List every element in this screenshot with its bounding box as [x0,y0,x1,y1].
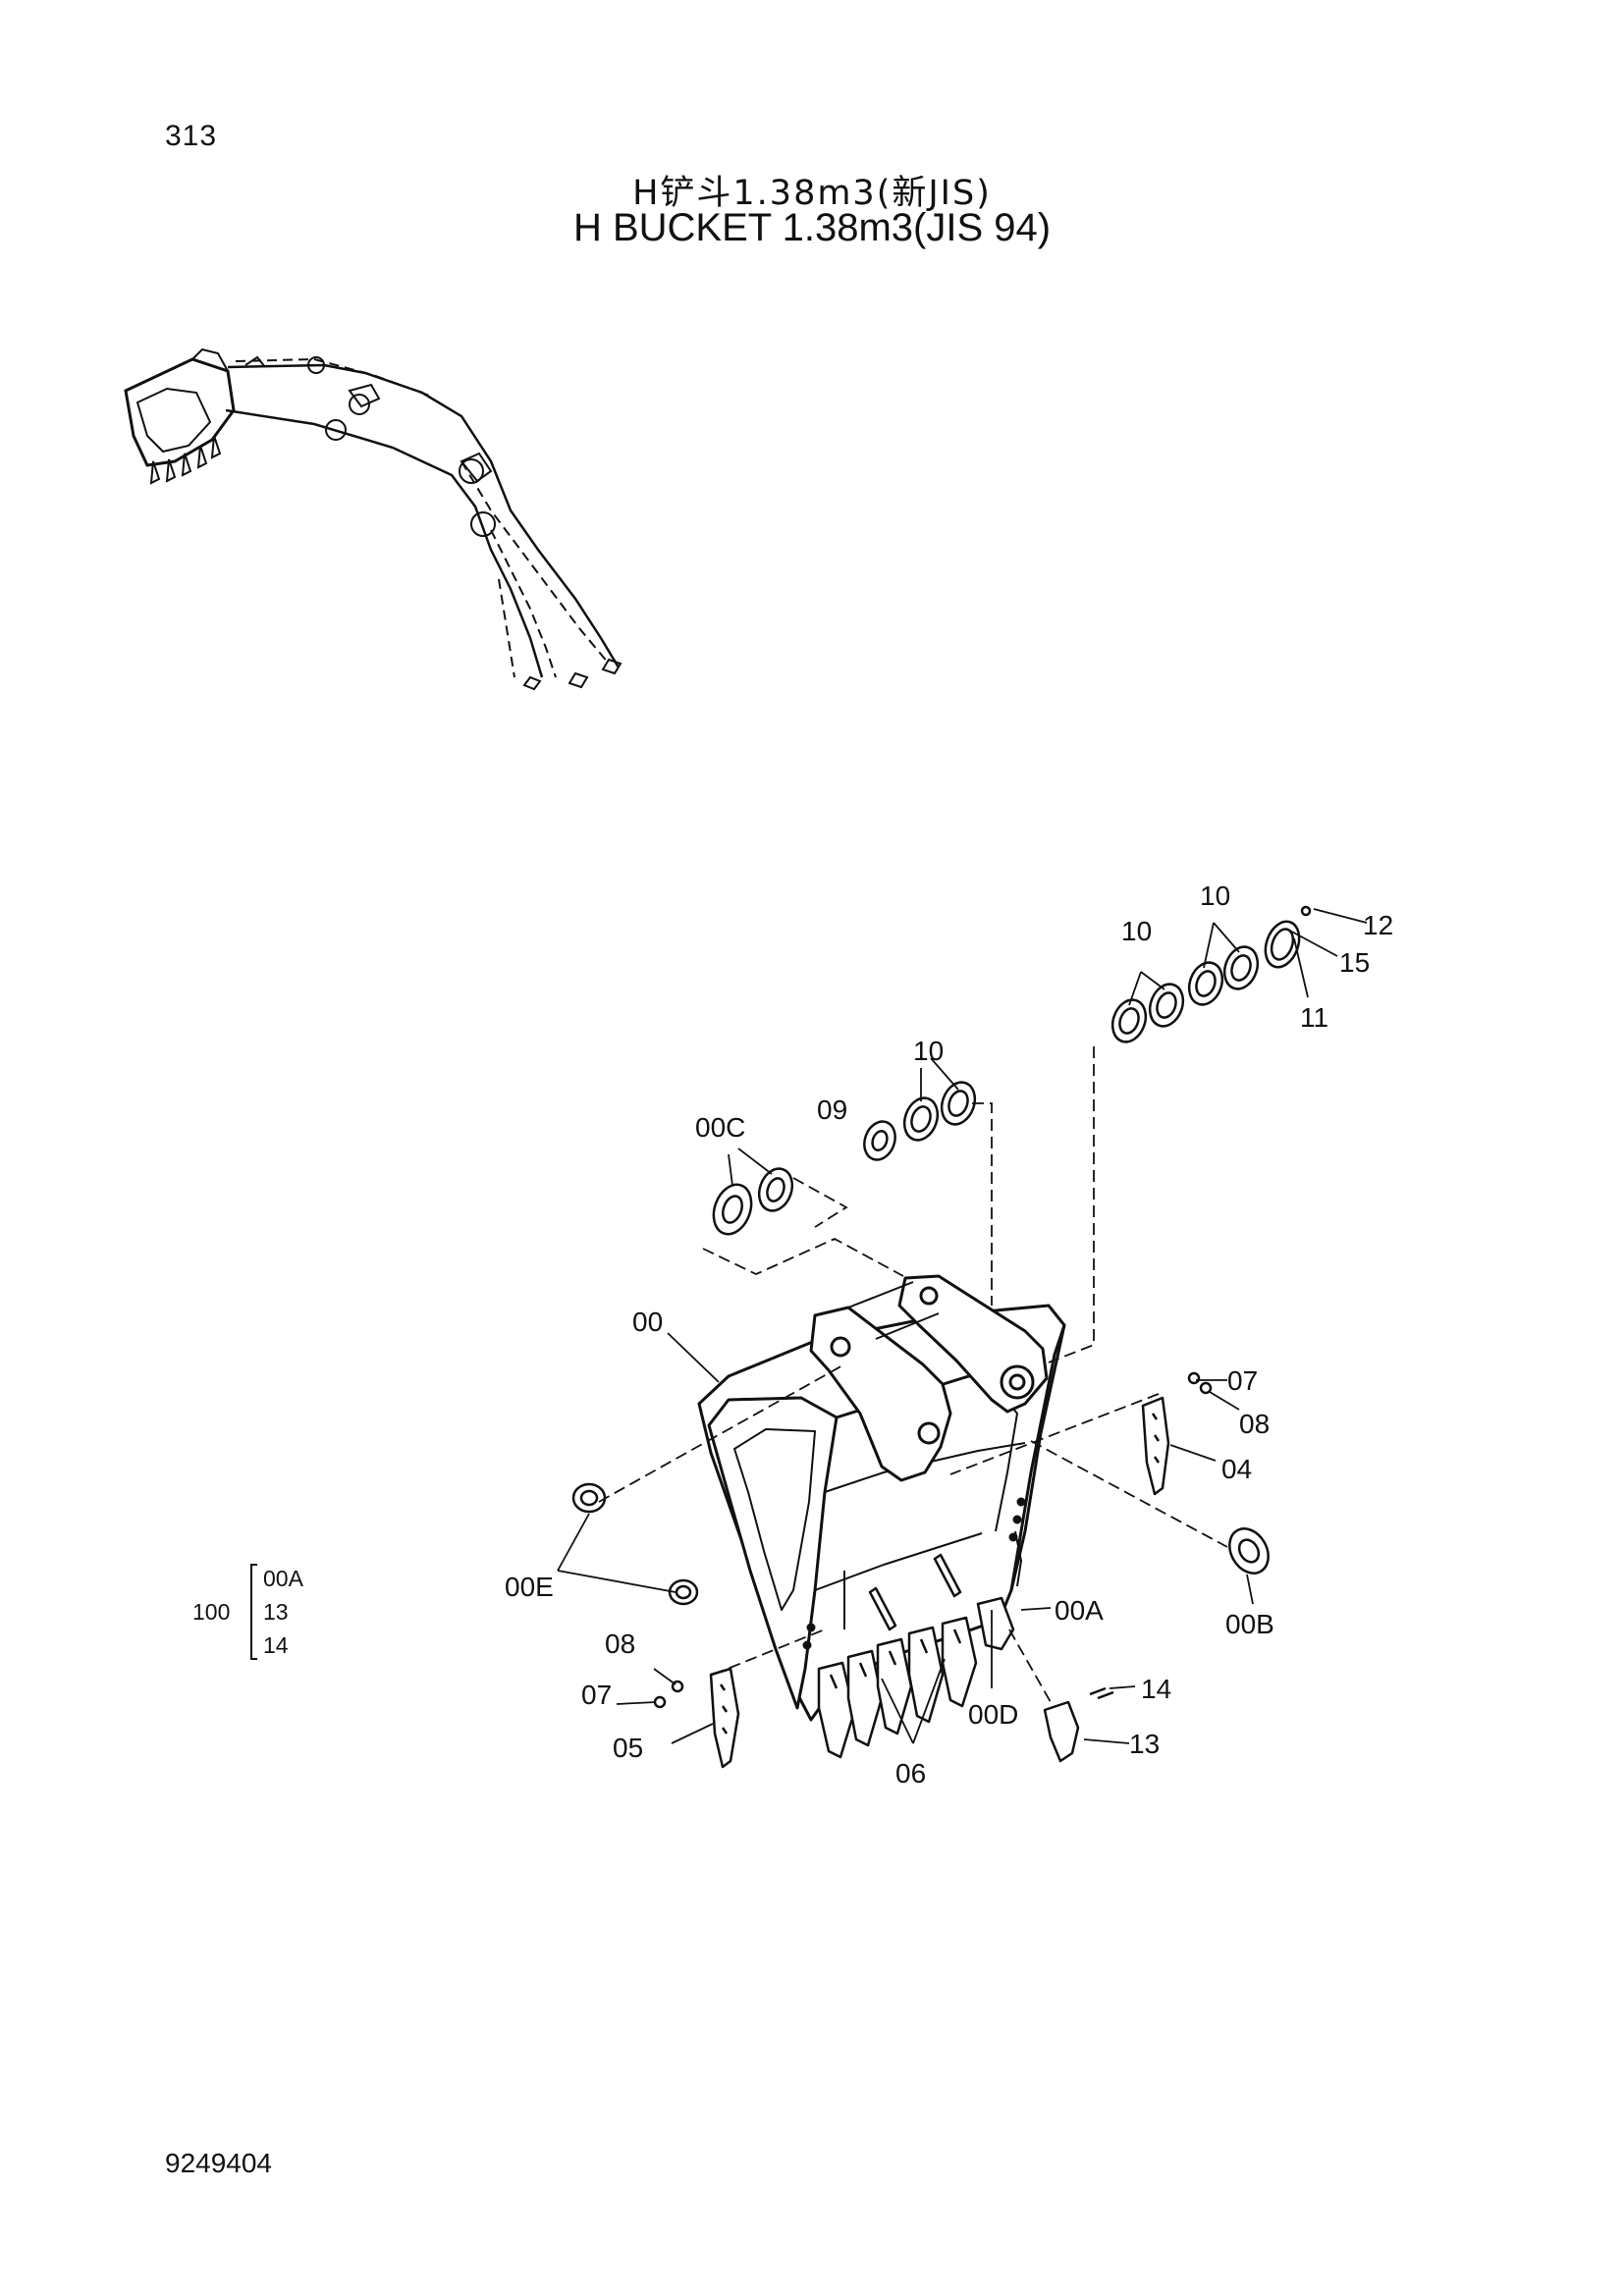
part-callouts: 10 10 12 15 11 10 00C 09 00 07 08 04 00B… [505,881,1393,1789]
callout-12: 12 [1363,910,1393,940]
title-english: H BUCKET 1.38m3(JIS 94) [572,206,1052,249]
callout-10: 10 [1200,881,1230,911]
callout-06: 06 [895,1758,926,1789]
leader-lines [557,908,1368,1744]
callout-00D: 00D [968,1699,1018,1730]
callout-08: 08 [1239,1409,1270,1439]
side-cutters [709,1396,1170,1769]
callout-00: 00 [632,1307,663,1337]
callout-00A: 00A [1055,1595,1104,1626]
callout-10: 10 [913,1036,944,1066]
callout-07: 07 [1227,1365,1258,1396]
callout-05: 05 [613,1733,643,1763]
callout-13: 13 [1129,1729,1160,1759]
callout-04: 04 [1221,1454,1252,1484]
callout-00E: 00E [505,1572,554,1602]
page-number: 313 [165,120,218,152]
callout-15: 15 [1339,947,1370,978]
kit-item: 00A [263,1566,304,1591]
kit-item: 14 [263,1632,289,1658]
callout-11: 11 [1300,1002,1328,1033]
kit-number: 100 [192,1599,230,1625]
callout-07: 07 [581,1680,612,1710]
assembly-lines [598,1046,1228,1703]
kit-legend: 100 00A 13 14 [192,1564,304,1660]
bucket-body [697,1274,1066,1722]
title-chinese: H铲斗1.38m3(新JIS) [632,174,992,213]
callout-00C: 00C [695,1112,745,1143]
document-id: 9249404 [165,2148,273,2178]
bucket-teeth [817,1553,1015,1759]
shims-and-washers [571,905,1312,1709]
excavator-arm-overview [124,347,623,691]
kit-item: 13 [263,1599,289,1625]
callout-09: 09 [817,1095,847,1125]
callout-00B: 00B [1225,1609,1274,1639]
callout-14: 14 [1141,1674,1171,1704]
callout-08: 08 [605,1629,635,1659]
callout-10: 10 [1121,916,1152,946]
